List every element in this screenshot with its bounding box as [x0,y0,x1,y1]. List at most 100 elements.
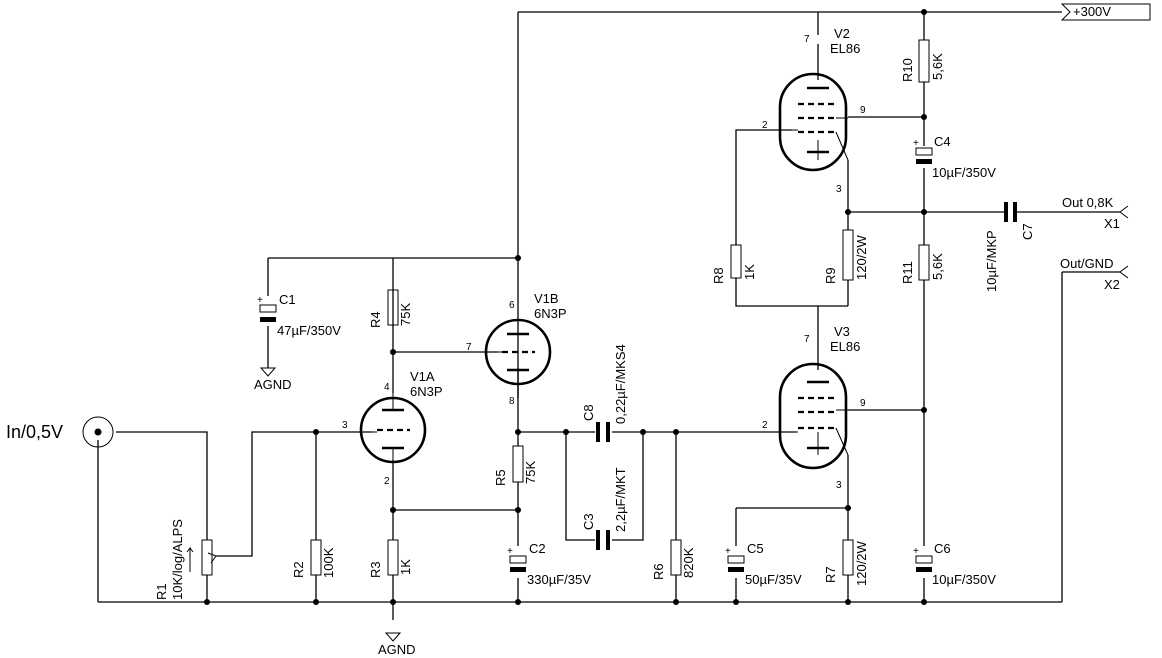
svg-text:10K/log/ALPS: 10K/log/ALPS [170,519,185,600]
svg-text:330µF/35V: 330µF/35V [527,572,591,587]
output-x1: Out 0,8K X1 [1062,195,1129,231]
tube-v1a: 4 3 2 V1A 6N3P [342,369,443,487]
resistor-r7: R7 120/2W [823,539,869,586]
svg-text:3: 3 [342,420,348,431]
svg-text:R5: R5 [493,469,508,486]
resistor-r6: R6 820K [651,539,696,580]
svg-text:3: 3 [836,184,842,195]
svg-text:EL86: EL86 [830,41,860,56]
x1-label: X1 [1104,216,1120,231]
svg-text:AGND: AGND [378,642,416,657]
out1-label: Out 0,8K [1062,195,1114,210]
resistor-r9: R9 120/2W [823,229,869,284]
resistor-r11: R11 5,6K [900,244,945,284]
svg-text:0,22µF/MKS4: 0,22µF/MKS4 [613,344,628,424]
svg-text:R6: R6 [651,563,666,580]
svg-text:C2: C2 [529,541,546,556]
capacitor-c6: + C6 10µF/350V [913,541,996,587]
input-jack: In/0,5V [6,416,114,448]
svg-text:10µF/350V: 10µF/350V [932,165,996,180]
svg-text:2,2µF/MKT: 2,2µF/MKT [613,467,628,532]
resistor-r8: R8 1K [711,244,757,284]
svg-text:5,6K: 5,6K [930,53,945,80]
svg-text:R3: R3 [368,561,383,578]
agnd-symbol-c1: AGND [254,367,292,392]
resistor-r3: R3 1K [368,539,413,578]
svg-text:100K: 100K [321,547,336,578]
svg-text:C8: C8 [581,404,596,421]
svg-text:R9: R9 [823,267,838,284]
svg-text:8: 8 [509,396,515,407]
svg-text:R2: R2 [291,561,306,578]
junctions [204,9,927,605]
out2-label: Out/GND [1060,256,1113,271]
svg-text:R4: R4 [368,311,383,328]
svg-text:2: 2 [384,476,390,487]
capacitor-c7: C7 10µF/MKP [984,202,1035,292]
svg-text:6: 6 [509,300,515,311]
resistor-r10: R10 5,6K [900,39,945,83]
svg-text:1K: 1K [398,559,413,575]
svg-text:820K: 820K [681,547,696,578]
svg-text:75K: 75K [523,461,538,484]
supply-terminal: +300V [1060,3,1151,21]
resistor-r4: R4 75K [368,289,413,328]
svg-text:2: 2 [762,120,768,131]
svg-text:6N3P: 6N3P [534,306,567,321]
svg-text:9: 9 [860,398,866,409]
svg-text:C4: C4 [934,134,951,149]
svg-text:+: + [913,546,919,557]
tube-v3: 7 9 2 3 V3 EL86 [762,324,866,491]
output-x2: Out/GND X2 [1060,256,1129,292]
svg-text:C3: C3 [581,513,596,530]
svg-text:R10: R10 [900,58,915,82]
svg-text:+: + [725,546,731,557]
agnd-symbol-main: AGND [378,632,416,657]
svg-text:75K: 75K [398,303,413,326]
capacitor-c5: + C5 50µF/35V [725,541,802,587]
capacitor-c4: + C4 10µF/350V [913,134,996,180]
svg-text:R8: R8 [711,267,726,284]
resistor-r2: R2 100K [291,539,336,578]
resistor-r5: R5 75K [493,445,538,486]
svg-text:120/2W: 120/2W [854,540,869,586]
capacitor-c1: + C1 47µF/350V [257,292,341,338]
svg-text:47µF/350V: 47µF/350V [277,323,341,338]
svg-text:C5: C5 [747,541,764,556]
tube-v1b: 6 7 8 V1B 6N3P [466,291,567,407]
svg-text:7: 7 [466,342,472,353]
input-label: In/0,5V [6,422,63,442]
svg-text:R1: R1 [154,583,169,600]
resistor-r1: R1 10K/log/ALPS [154,519,217,600]
capacitor-c2: + C2 330µF/35V [507,541,591,587]
svg-text:+: + [257,295,263,306]
svg-text:EL86: EL86 [830,339,860,354]
svg-text:2: 2 [762,420,768,431]
svg-text:4: 4 [384,382,390,393]
svg-text:V2: V2 [834,26,850,41]
svg-text:10µF/MKP: 10µF/MKP [984,230,999,292]
svg-text:V1A: V1A [410,369,435,384]
svg-text:C7: C7 [1020,223,1035,240]
svg-text:V3: V3 [834,324,850,339]
svg-text:10µF/350V: 10µF/350V [932,572,996,587]
svg-text:7: 7 [804,34,810,45]
x2-label: X2 [1104,277,1120,292]
svg-text:5,6K: 5,6K [930,253,945,280]
svg-text:R7: R7 [823,566,838,583]
svg-text:1K: 1K [742,264,757,280]
svg-text:6N3P: 6N3P [410,384,443,399]
svg-text:AGND: AGND [254,377,292,392]
svg-text:C6: C6 [934,541,951,556]
svg-text:9: 9 [860,105,866,116]
tube-v2: 7 9 2 3 V2 EL86 [762,26,866,195]
svg-text:7: 7 [804,334,810,345]
svg-text:R11: R11 [900,261,915,284]
svg-text:+: + [913,138,919,149]
supply-label: +300V [1073,4,1111,19]
svg-text:V1B: V1B [534,291,559,306]
svg-text:50µF/35V: 50µF/35V [745,572,802,587]
capacitor-c8: C8 0,22µF/MKS4 [581,344,628,442]
wires [97,11,1120,620]
